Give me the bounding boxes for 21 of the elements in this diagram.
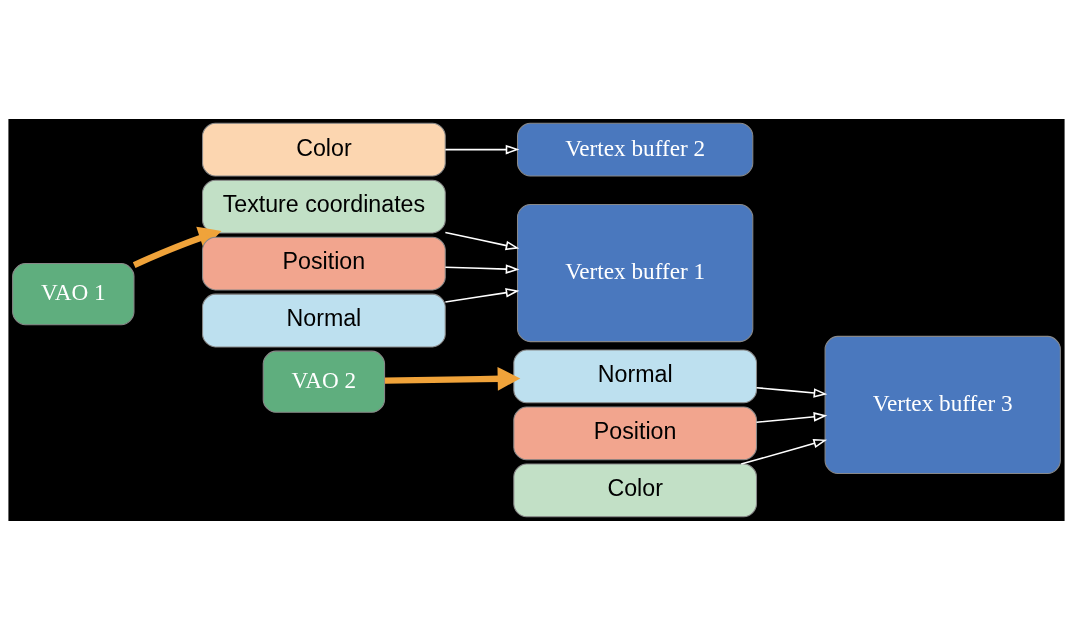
arrow [444,231,520,250]
node-box: Normal [202,293,446,347]
arrow [755,411,828,423]
node-box: Vertex buffer 2 [517,122,754,176]
arrow [755,386,828,398]
node-box: Normal [513,349,757,403]
arrow [444,144,520,154]
arrow [444,263,520,274]
node-box: Position [513,406,757,460]
arrow [740,438,828,465]
arrow [132,226,222,268]
node-box: Color [513,463,757,517]
node-box: VAO 2 [262,350,386,413]
arrow [384,366,521,391]
node-box: Vertex buffer 3 [824,335,1061,474]
node-box: Color [202,122,446,176]
arrow [444,287,520,303]
node-box: Vertex buffer 1 [517,203,754,342]
node-box: Texture coordinates [202,179,446,233]
node-box: Position [202,236,446,290]
node-box: VAO 1 [12,262,135,325]
